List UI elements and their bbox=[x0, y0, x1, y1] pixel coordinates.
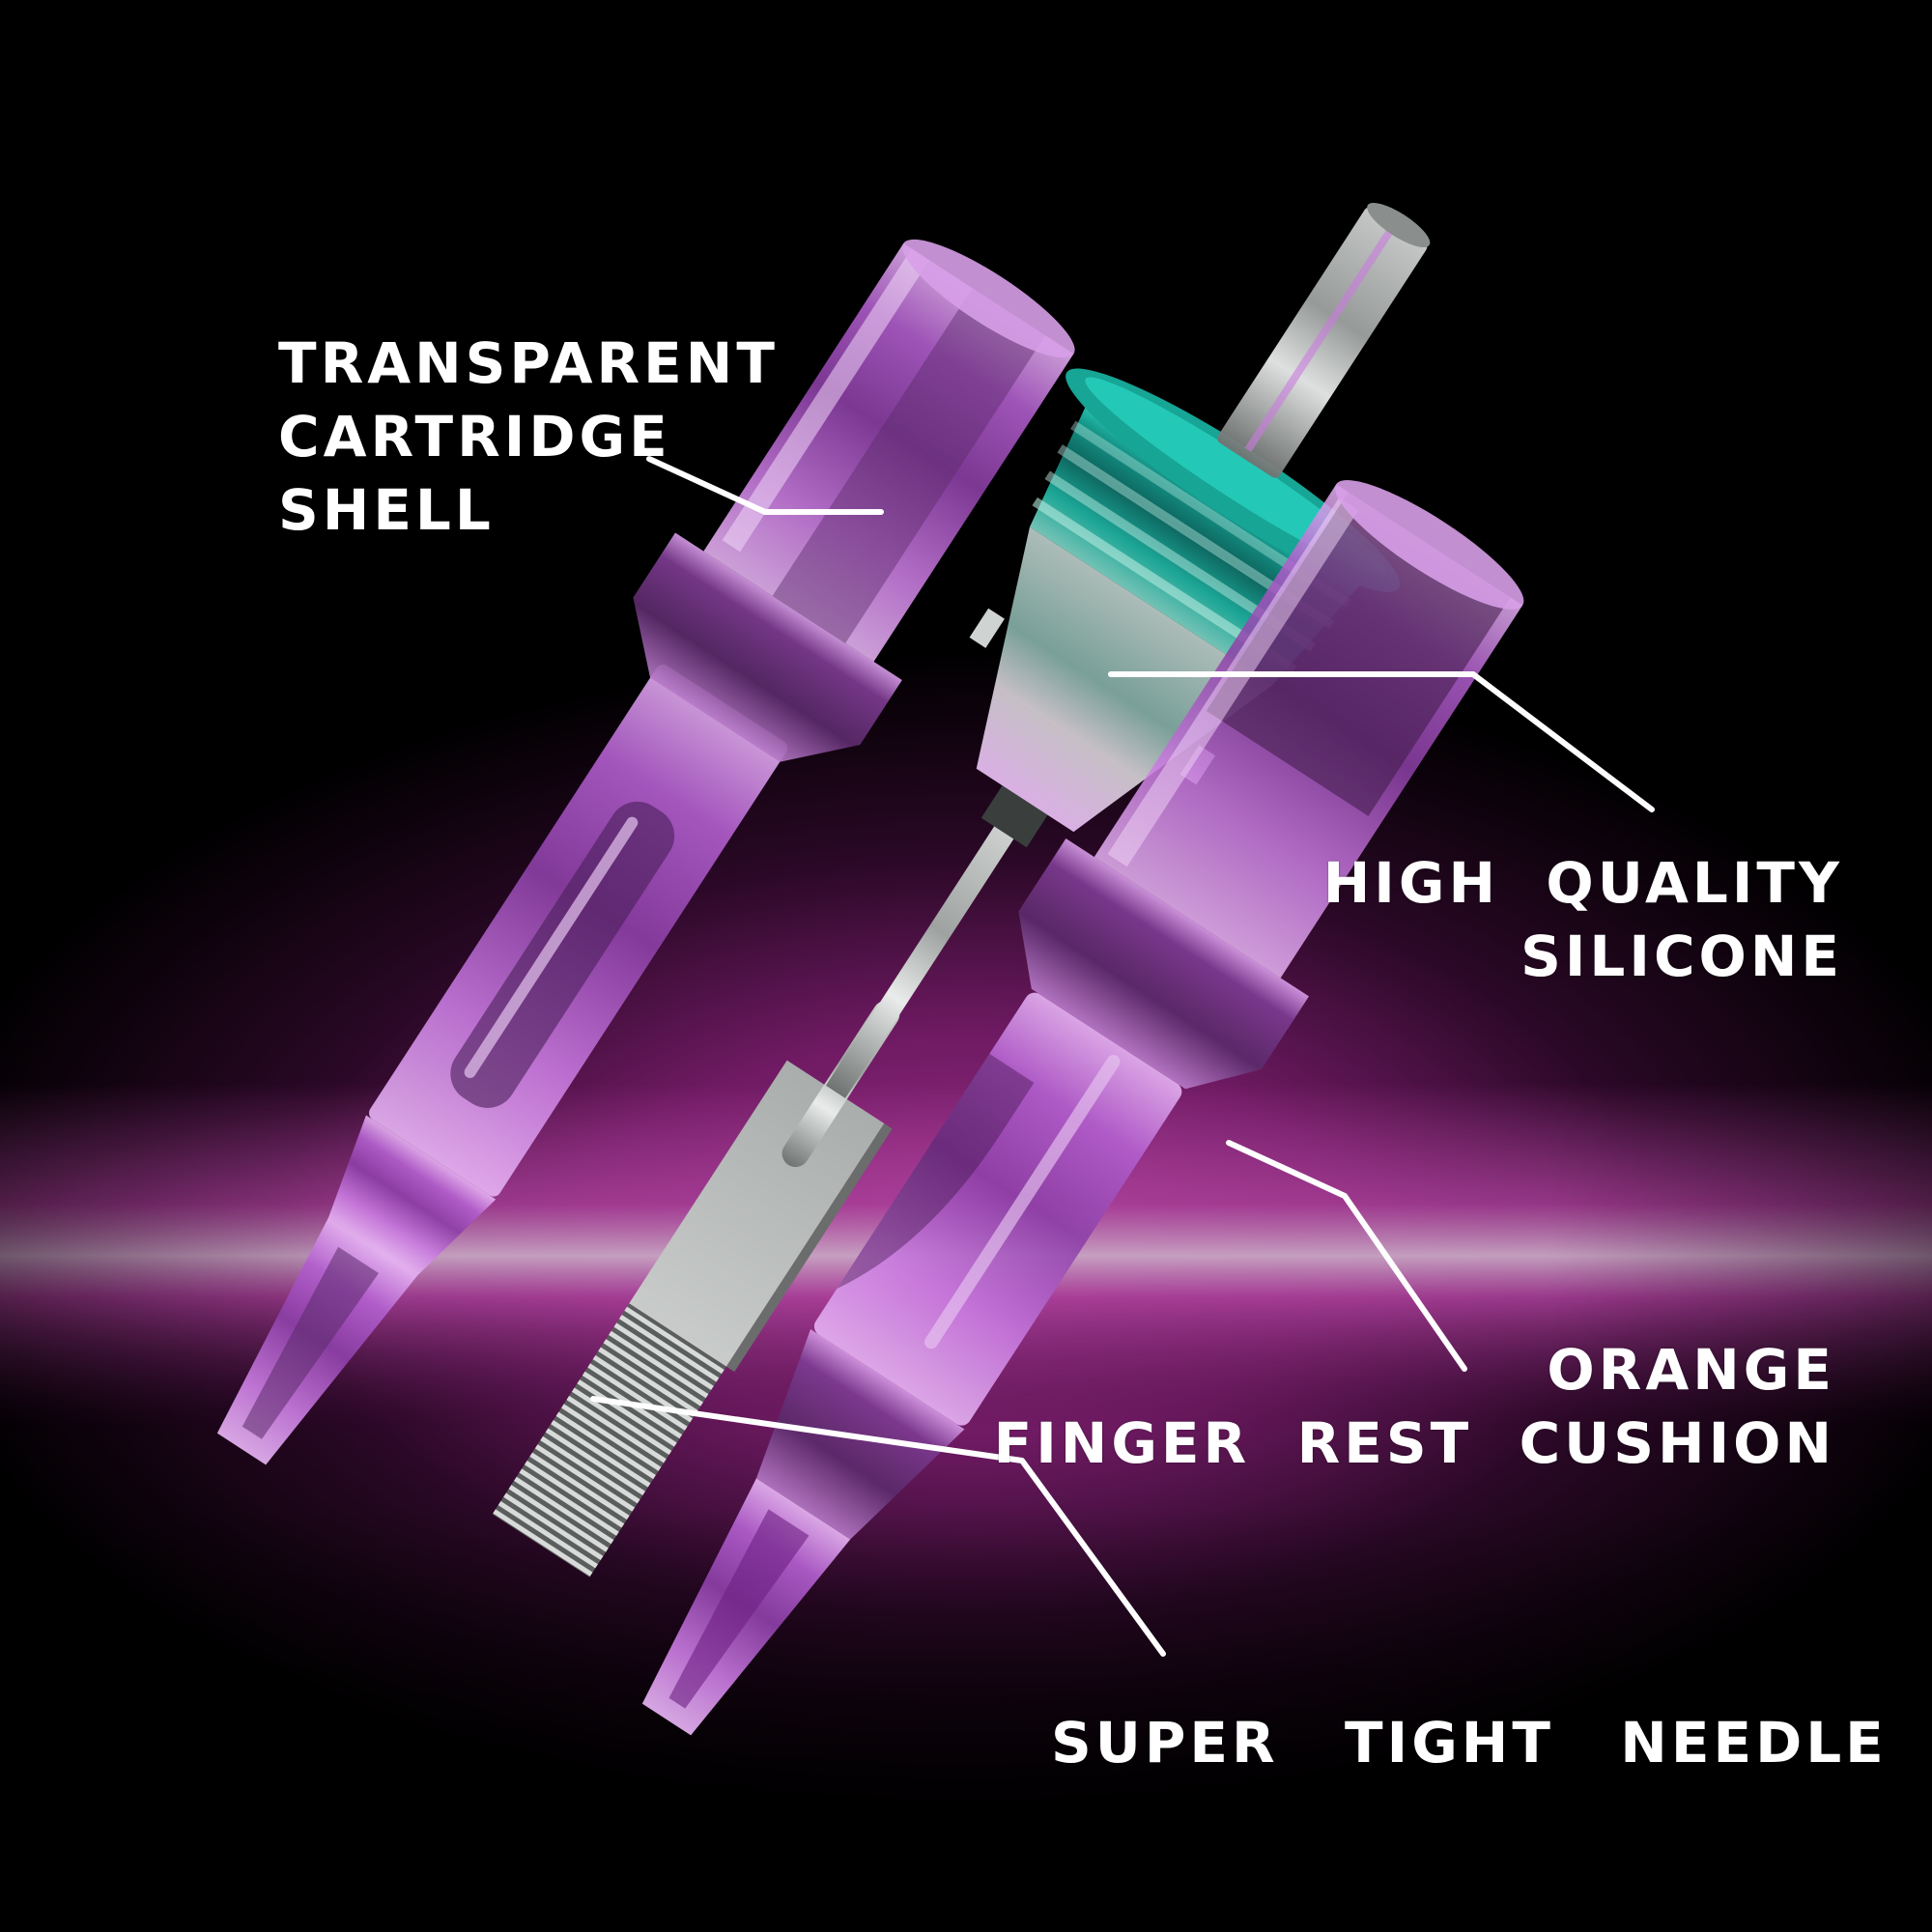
left-cartridge-shell bbox=[216, 239, 1075, 1465]
callout-lines bbox=[590, 456, 1655, 1657]
callout-label-shell: TRANSPARENT CARTRIDGE SHELL bbox=[278, 327, 779, 547]
callout-label-cushion: ORANGE FINGER REST CUSHION bbox=[994, 1333, 1835, 1480]
right-cartridge-shell bbox=[641, 480, 1524, 1736]
callout-label-shell-line-1: TRANSPARENT bbox=[278, 330, 779, 396]
callout-label-silicone-line-2: SILICONE bbox=[1520, 923, 1843, 989]
callout-line-shell bbox=[646, 456, 884, 515]
callout-label-cushion-line-1: ORANGE bbox=[1547, 1337, 1835, 1403]
callout-label-shell-line-2: CARTRIDGE bbox=[278, 404, 671, 469]
callout-label-shell-line-3: SHELL bbox=[278, 477, 495, 543]
callout-line-needle bbox=[590, 1396, 1166, 1657]
callout-line-cushion bbox=[1226, 1140, 1467, 1372]
callout-label-silicone: HIGH QUALITY SILICONE bbox=[1323, 846, 1843, 993]
callout-line-silicone bbox=[1108, 671, 1655, 812]
callout-label-silicone-line-1: HIGH QUALITY bbox=[1322, 850, 1843, 916]
callout-label-needle-line-1: SUPER TIGHT NEEDLE bbox=[1051, 1710, 1888, 1776]
callout-label-needle: SUPER TIGHT NEEDLE bbox=[1051, 1706, 1888, 1779]
callout-label-cushion-line-2: FINGER REST CUSHION bbox=[993, 1410, 1835, 1476]
